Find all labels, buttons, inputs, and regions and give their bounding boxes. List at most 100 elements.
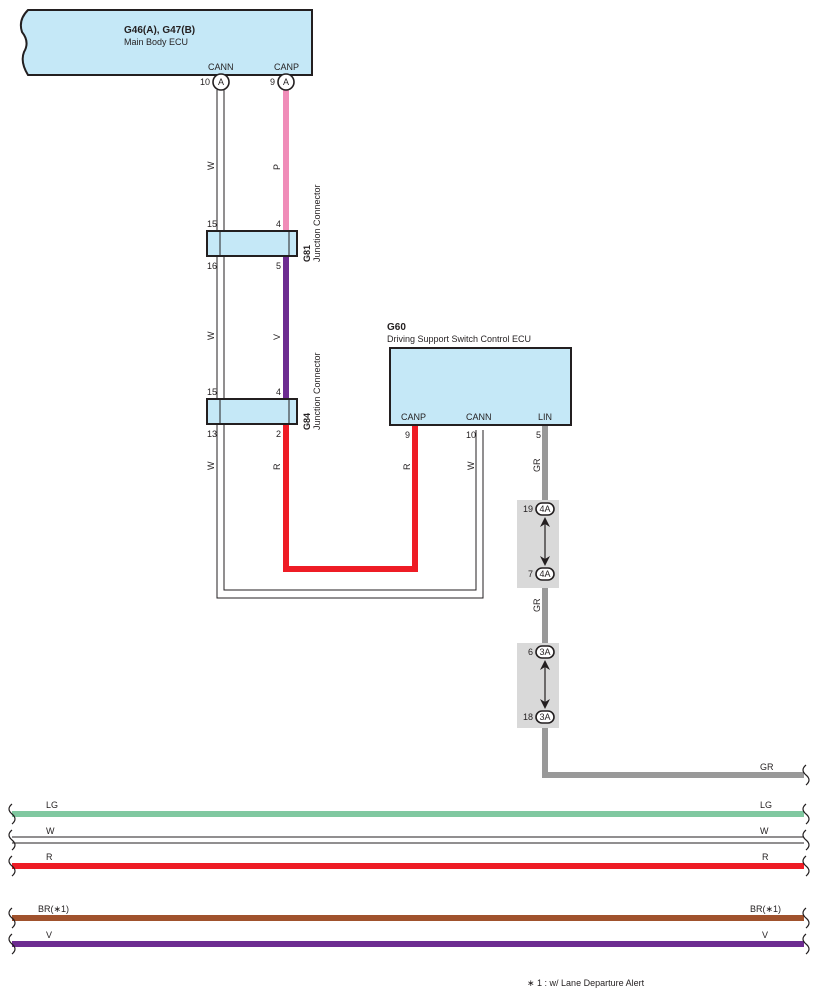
bus-line-r[interactable]: R R bbox=[12, 852, 804, 869]
main-body-ecu-name: Main Body ECU bbox=[124, 37, 188, 47]
connector-pin-bottom: 18 bbox=[523, 712, 533, 722]
bus-label-left: V bbox=[46, 930, 52, 940]
driving-support-ecu[interactable]: G60 Driving Support Switch Control ECU C… bbox=[387, 322, 572, 440]
main-ecu-canp-pin[interactable]: A 9 bbox=[270, 73, 295, 91]
driving-ecu-cann-pin: 10 bbox=[466, 430, 476, 440]
line-break-icon bbox=[802, 764, 810, 786]
bus-label-left: W bbox=[46, 826, 55, 836]
g81-pin-top-right: 4 bbox=[276, 219, 281, 229]
line-break-icon bbox=[8, 829, 16, 851]
wire-r bbox=[283, 425, 418, 572]
wire-label-gr-mid: GR bbox=[532, 598, 542, 612]
wire-w-outer bbox=[216, 90, 484, 599]
main-body-ecu-box bbox=[19, 9, 313, 76]
main-body-ecu-code: G46(A), G47(B) bbox=[124, 25, 195, 36]
g84-code: G84 bbox=[302, 413, 312, 430]
pin-number: 10 bbox=[200, 77, 210, 87]
g81-name: Junction Connector bbox=[312, 184, 322, 262]
g81-body bbox=[206, 230, 298, 257]
g81-pin-top-left: 15 bbox=[207, 219, 217, 229]
bus-label-left: R bbox=[46, 852, 53, 862]
bus-line-v[interactable]: V V bbox=[12, 930, 804, 947]
g84-pin-bottom-left: 13 bbox=[207, 429, 217, 439]
g81-pin-bottom-right: 5 bbox=[276, 261, 281, 271]
bus-line-w[interactable]: W W bbox=[12, 826, 804, 844]
pin-connector-letter: A bbox=[283, 77, 289, 87]
driving-ecu-canp-pin: 9 bbox=[405, 430, 410, 440]
wire-label-gr-out: GR bbox=[760, 762, 774, 772]
line-break-icon bbox=[802, 829, 810, 851]
connector-code-bottom: 4A bbox=[539, 569, 550, 579]
wire-label-w-upper: W bbox=[206, 161, 216, 170]
driving-ecu-box bbox=[389, 347, 572, 426]
main-body-ecu[interactable]: G46(A), G47(B) Main Body ECU CANN CANP bbox=[19, 9, 313, 76]
bus-label-right: LG bbox=[760, 800, 772, 810]
line-break-icon bbox=[8, 855, 16, 877]
inline-connector-4a[interactable]: 4A 19 4A 7 bbox=[517, 500, 559, 588]
g84-name: Junction Connector bbox=[312, 352, 322, 430]
bus-label-right: V bbox=[762, 930, 768, 940]
bus-line-br[interactable]: BR(∗1) BR(∗1) bbox=[12, 904, 804, 921]
arrow-down-icon bbox=[540, 699, 550, 709]
bus-label-left: BR(∗1) bbox=[38, 904, 69, 914]
pin-circle bbox=[212, 73, 230, 91]
bus-label-right: R bbox=[762, 852, 769, 862]
g81-pin-bottom-left: 16 bbox=[207, 261, 217, 271]
wire-label-r-g60: R bbox=[402, 463, 412, 470]
driving-ecu-canp-label: CANP bbox=[401, 412, 426, 422]
g84-body bbox=[206, 398, 298, 425]
main-ecu-cann-pin[interactable]: A 10 bbox=[200, 73, 230, 91]
driving-ecu-lin-label: LIN bbox=[538, 412, 552, 422]
wire-label-w-g60: W bbox=[466, 461, 476, 470]
wire-label-w-middle: W bbox=[206, 331, 216, 340]
wire-w-inner bbox=[223, 90, 477, 591]
bus-line-lg[interactable]: LG LG bbox=[12, 800, 804, 817]
junction-connector-g84[interactable]: 15 4 13 2 G84 Junction Connector bbox=[206, 352, 322, 439]
wire-label-r: R bbox=[272, 463, 282, 470]
line-break-icon bbox=[802, 803, 810, 825]
arrow-down-icon bbox=[540, 556, 550, 566]
junction-connector-g81[interactable]: 15 4 16 5 G81 Junction Connector bbox=[206, 184, 322, 271]
connector-code-top: 4A bbox=[539, 504, 550, 514]
connector-pin-top: 6 bbox=[528, 647, 533, 657]
pin-connector-letter: A bbox=[218, 77, 224, 87]
footnote: ∗ 1 : w/ Lane Departure Alert bbox=[527, 978, 645, 988]
line-break-icon bbox=[8, 933, 16, 955]
line-break-icon bbox=[802, 907, 810, 929]
arrow-up-icon bbox=[540, 517, 550, 527]
line-break-icon bbox=[802, 855, 810, 877]
connector-pin-bottom: 7 bbox=[528, 569, 533, 579]
connector-pin-oval bbox=[535, 502, 555, 516]
pin-circle bbox=[277, 73, 295, 91]
inline-connector-3a[interactable]: 3A 6 3A 18 bbox=[517, 643, 559, 728]
main-ecu-cann-label: CANN bbox=[208, 62, 234, 72]
bus-label-right: BR(∗1) bbox=[750, 904, 781, 914]
pin-number: 9 bbox=[270, 77, 275, 87]
connector-code-top: 3A bbox=[539, 647, 550, 657]
g81-code: G81 bbox=[302, 245, 312, 262]
bus-break-icons bbox=[8, 803, 810, 955]
wire-label-w-lower: W bbox=[206, 461, 216, 470]
bus-lines: LG LG W W R R BR(∗1) BR(∗1) V V bbox=[12, 800, 804, 947]
driving-ecu-name: Driving Support Switch Control ECU bbox=[387, 334, 531, 344]
wire-gr-out bbox=[542, 724, 804, 778]
g84-pin-top-left: 15 bbox=[207, 387, 217, 397]
driving-ecu-code: G60 bbox=[387, 322, 406, 333]
arrow-up-icon bbox=[540, 660, 550, 670]
line-break-icon bbox=[8, 907, 16, 929]
bus-label-left: LG bbox=[46, 800, 58, 810]
line-break-icon bbox=[802, 933, 810, 955]
wire-label-gr-lin: GR bbox=[532, 458, 542, 472]
driving-ecu-cann-label: CANN bbox=[466, 412, 492, 422]
wire-label-p: P bbox=[272, 164, 282, 170]
connector-code-bottom: 3A bbox=[539, 712, 550, 722]
g84-pin-bottom-right: 2 bbox=[276, 429, 281, 439]
connector-pin-oval bbox=[535, 645, 555, 659]
wire-label-v: V bbox=[272, 334, 282, 340]
g84-pin-top-right: 4 bbox=[276, 387, 281, 397]
bus-label-right: W bbox=[760, 826, 769, 836]
line-break-icon bbox=[8, 803, 16, 825]
driving-ecu-lin-pin: 5 bbox=[536, 430, 541, 440]
main-ecu-canp-label: CANP bbox=[274, 62, 299, 72]
